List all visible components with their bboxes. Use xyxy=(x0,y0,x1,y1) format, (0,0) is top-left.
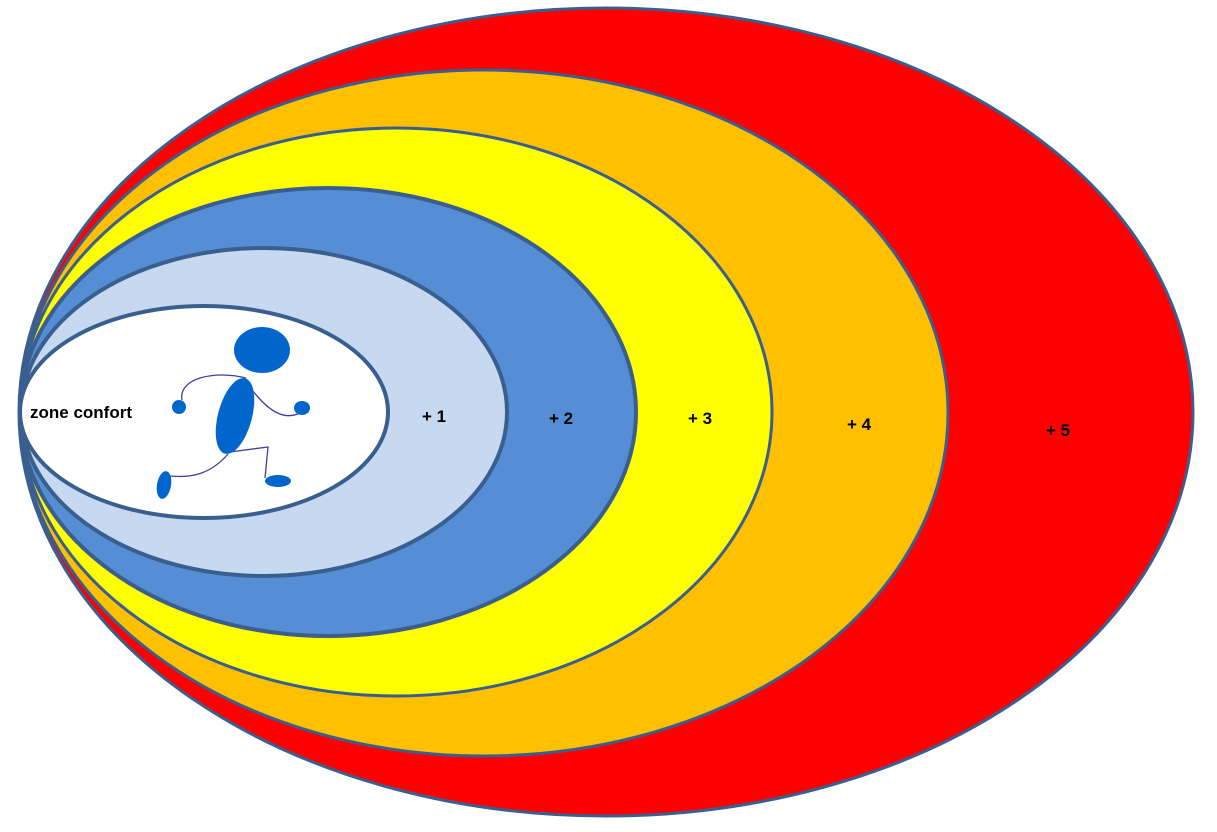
zone-3-label: + 3 xyxy=(688,409,712,428)
comfort-zone xyxy=(18,304,390,520)
zone-2-label: + 2 xyxy=(549,409,573,428)
zone-5-label: + 5 xyxy=(1046,421,1070,440)
comfort-zone-label: zone confort xyxy=(30,403,132,422)
zone-4-label: + 4 xyxy=(847,415,872,434)
zone-1-label: + 1 xyxy=(422,407,446,426)
running-person-icon xyxy=(156,327,310,499)
